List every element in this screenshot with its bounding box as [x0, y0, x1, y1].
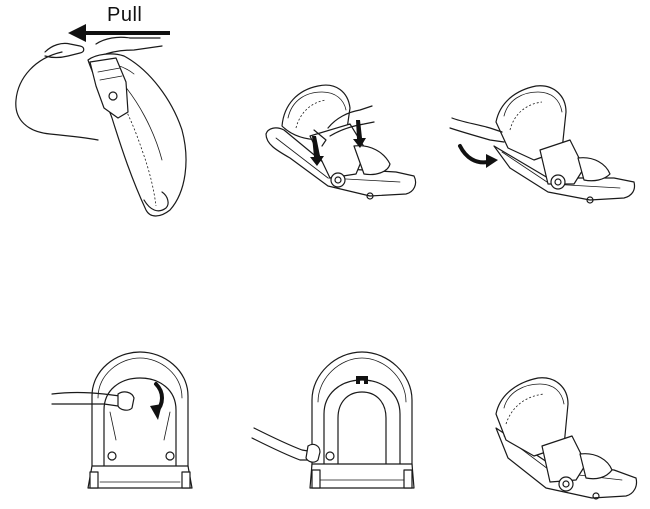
unclip-hood-inner-step [52, 352, 192, 488]
remove-canopy-fabric-step [16, 24, 186, 216]
final-assembled-seat-step [496, 378, 637, 499]
press-release-buttons-step [266, 85, 416, 199]
rotate-canopy-step [450, 86, 635, 203]
detach-side-clip-step [252, 352, 414, 488]
curved-arrow-icon [460, 146, 498, 168]
pull-arrow-icon [68, 24, 170, 42]
